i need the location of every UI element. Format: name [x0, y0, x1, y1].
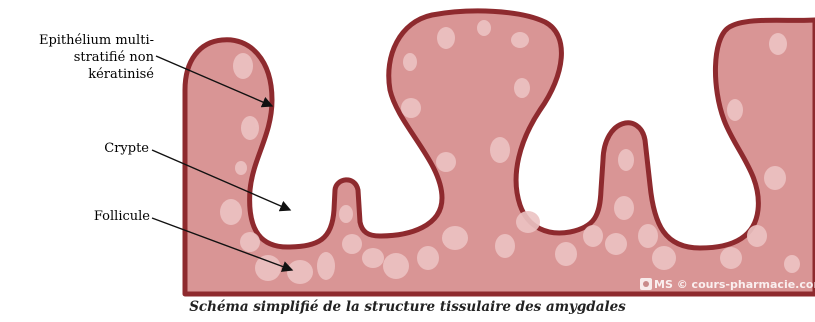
follicle	[362, 248, 384, 268]
epithelium-label: Epithélium multi-stratifié non kératinis…	[6, 32, 154, 83]
pill-logo-icon	[640, 278, 652, 290]
follicle	[555, 242, 577, 266]
follicle	[241, 116, 259, 140]
follicle	[727, 99, 743, 121]
follicle	[477, 20, 491, 36]
watermark-site: © cours-pharmacie.com	[677, 278, 815, 291]
follicle	[583, 225, 603, 247]
follicle	[511, 32, 529, 48]
follicle	[403, 53, 417, 71]
follicle	[614, 196, 634, 220]
follicle	[442, 226, 468, 250]
follicle	[618, 149, 634, 171]
follicle	[417, 246, 439, 270]
follicle	[342, 234, 362, 254]
follicle	[747, 225, 767, 247]
follicle	[437, 27, 455, 49]
follicle	[220, 199, 242, 225]
follicle	[514, 78, 530, 98]
follicle	[769, 33, 787, 55]
follicule-label: Follicule	[84, 208, 150, 225]
follicle	[401, 98, 421, 118]
follicle	[720, 247, 742, 269]
follicle	[490, 137, 510, 163]
follicle	[764, 166, 786, 190]
follicle	[605, 233, 627, 255]
follicle	[235, 161, 247, 175]
watermark-brand: MS	[654, 278, 673, 291]
follicle	[638, 224, 658, 248]
follicle	[317, 252, 335, 280]
follicle	[240, 232, 260, 252]
follicle	[516, 211, 540, 233]
follicle	[255, 255, 281, 281]
follicle	[287, 260, 313, 284]
watermark: MS © cours-pharmacie.com	[640, 278, 815, 294]
diagram-caption: Schéma simplifié de la structure tissula…	[0, 299, 815, 315]
follicle	[339, 205, 353, 223]
crypte-label: Crypte	[94, 140, 149, 157]
follicle	[383, 253, 409, 279]
follicle	[652, 246, 676, 270]
follicle	[436, 152, 456, 172]
follicle	[495, 234, 515, 258]
follicle	[784, 255, 800, 273]
follicle	[233, 53, 253, 79]
